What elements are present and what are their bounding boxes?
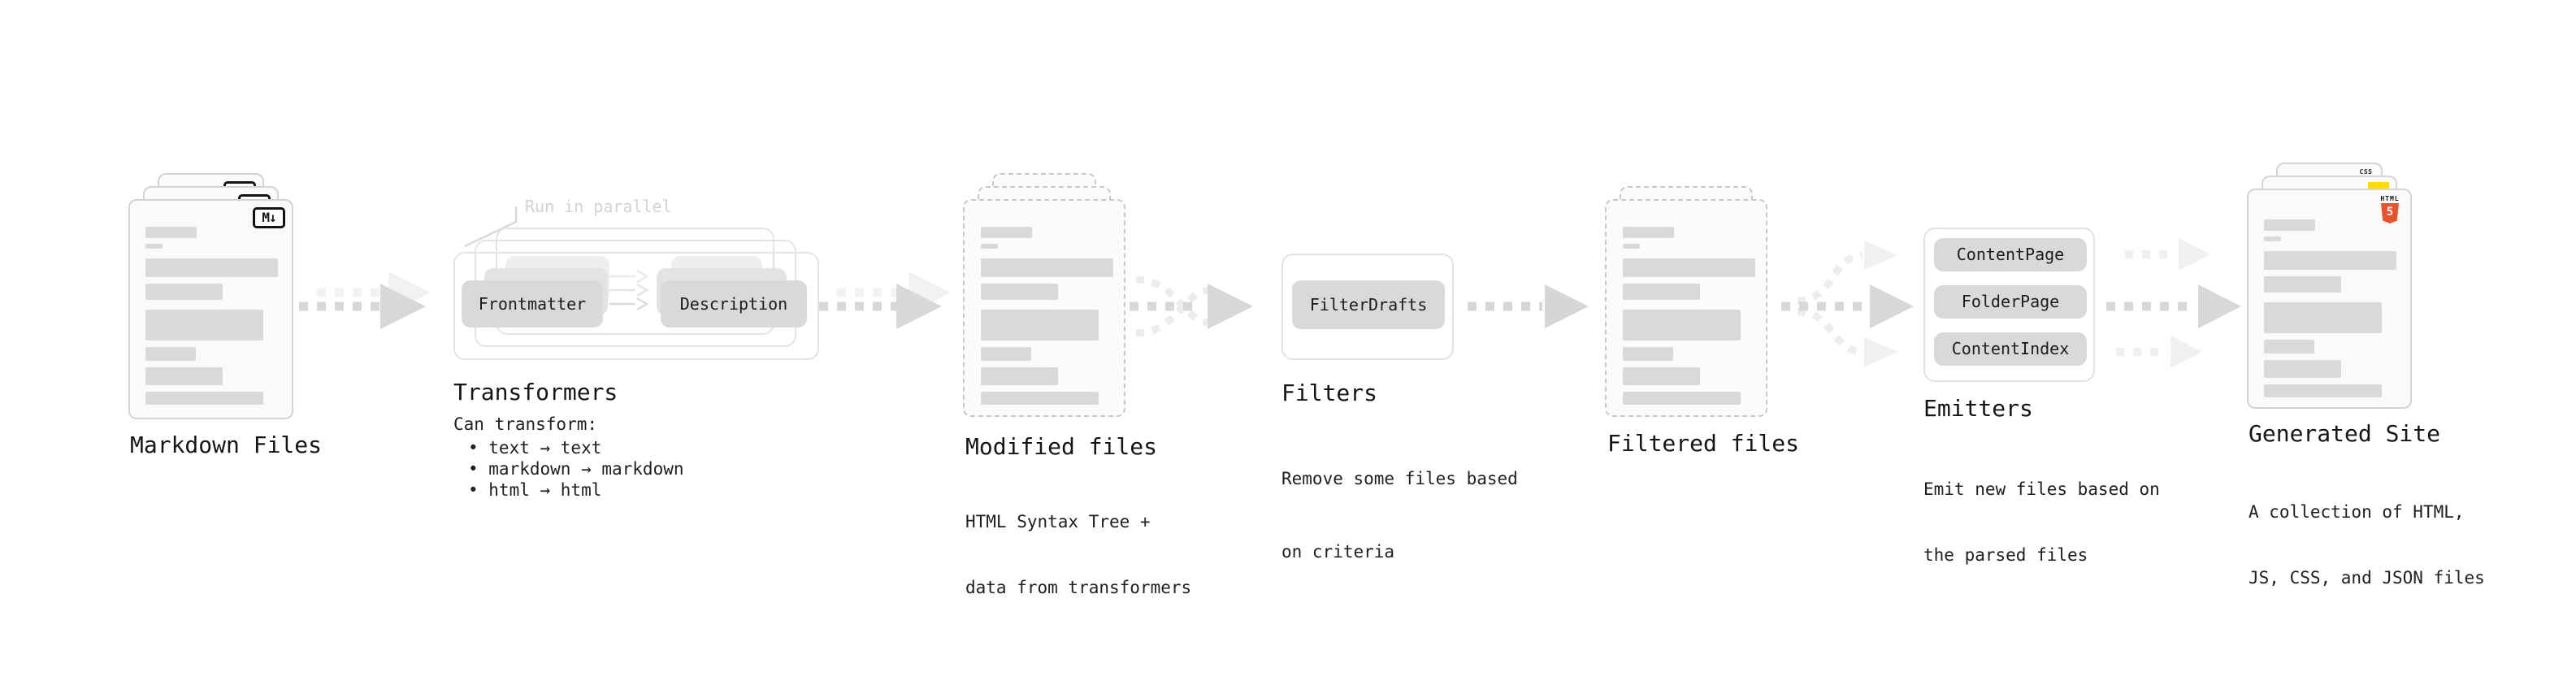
- placeholder-bar: [1623, 347, 1673, 361]
- modified-files-subtitle: HTML Syntax Tree + data from transformer…: [965, 467, 1191, 643]
- placeholder-bar: [145, 347, 196, 361]
- arrow-merge-modified-to-filters: [1130, 275, 1253, 337]
- placeholder-bar: [1623, 244, 1640, 249]
- markdown-icon-glyph: M↓: [262, 210, 276, 225]
- filterdrafts-chip: FilterDrafts: [1292, 280, 1445, 329]
- placeholder-bar: [981, 347, 1031, 361]
- placeholder-bar: [1623, 367, 1700, 385]
- placeholder-bar: [2264, 219, 2315, 231]
- run-in-parallel-note: Run in parallel: [525, 197, 672, 216]
- generated-site-subtitle: A collection of HTML, JS, CSS, and JSON …: [2249, 458, 2485, 633]
- placeholder-bar: [1623, 392, 1741, 405]
- emitters-subtitle: Emit new files based on the parsed files: [1923, 435, 2160, 610]
- placeholder-bar: [981, 392, 1099, 405]
- subtitle-line: Emit new files based on: [1923, 479, 2160, 499]
- html5-icon-shield: 5: [2381, 203, 2399, 223]
- placeholder-bar: [2264, 340, 2314, 354]
- transformers-desc: Can transform:: [453, 414, 598, 434]
- transformers-bullet: • html → html: [468, 480, 602, 500]
- stage-label-filters: Filters: [1281, 380, 1378, 406]
- document-content-placeholder: [965, 227, 1124, 415]
- document-content-placeholder: [2249, 219, 2410, 407]
- placeholder-bar: [2264, 384, 2382, 397]
- subtitle-line: data from transformers: [965, 578, 1192, 597]
- placeholder-bar: [1623, 227, 1674, 238]
- placeholder-bar: [981, 367, 1058, 385]
- document-card-dashed: [963, 199, 1125, 417]
- placeholder-bar: [145, 258, 278, 277]
- description-chip: Description: [661, 280, 807, 327]
- stage-label-markdown-files: Markdown Files: [130, 432, 323, 458]
- transformer-layer-arrows: [609, 269, 649, 311]
- stage-label-transformers: Transformers: [453, 379, 618, 406]
- html5-icon-text: HTML: [2380, 195, 2400, 202]
- placeholder-bar: [981, 227, 1032, 238]
- html5-icon: HTML 5: [2379, 195, 2400, 223]
- subtitle-line: JS, CSS, and JSON files: [2249, 568, 2485, 588]
- placeholder-bar: [1623, 284, 1700, 300]
- markdown-icon: M↓: [253, 207, 285, 228]
- subtitle-line: the parsed files: [1923, 545, 2088, 565]
- contentindex-chip: ContentIndex: [1934, 332, 2087, 366]
- frontmatter-chip: Frontmatter: [462, 280, 603, 327]
- document-content-placeholder: [1607, 227, 1766, 415]
- js-icon: [2368, 182, 2389, 191]
- transformers-bullet: • text → text: [468, 438, 602, 458]
- stage-label-generated-site: Generated Site: [2249, 420, 2441, 447]
- placeholder-bar: [1623, 258, 1755, 277]
- document-card: HTML 5: [2247, 189, 2412, 409]
- placeholder-bar: [145, 367, 223, 385]
- placeholder-bar: [981, 284, 1058, 300]
- subtitle-line: A collection of HTML,: [2249, 502, 2465, 522]
- stage-label-filtered-files: Filtered files: [1607, 430, 1800, 457]
- placeholder-bar: [145, 284, 223, 300]
- subtitle-line: on criteria: [1281, 542, 1395, 562]
- placeholder-bar: [145, 227, 197, 238]
- placeholder-bar: [145, 310, 263, 340]
- placeholder-bar: [2264, 251, 2396, 270]
- contentpage-chip: ContentPage: [1934, 238, 2087, 271]
- filters-subtitle: Remove some files based on criteria: [1281, 418, 1518, 613]
- arrow-emitters-to-generated: [2106, 238, 2241, 368]
- document-card: M↓: [128, 199, 293, 419]
- placeholder-bar: [145, 244, 163, 249]
- stage-label-modified-files: Modified files: [965, 433, 1158, 460]
- folderpage-chip: FolderPage: [1934, 285, 2087, 319]
- transformer-layer-box: [453, 252, 819, 360]
- arrow-markdown-to-transformers: [299, 271, 431, 329]
- placeholder-bar: [1623, 310, 1741, 340]
- arrow-filters-to-filtered: [1468, 284, 1589, 328]
- stage-label-emitters: Emitters: [1923, 395, 2033, 422]
- css-icon-text: CSS: [2359, 168, 2373, 176]
- document-card-dashed: [1605, 199, 1767, 417]
- placeholder-bar: [981, 244, 998, 249]
- placeholder-bar: [2264, 302, 2382, 333]
- placeholder-bar: [981, 258, 1113, 277]
- arrow-transformers-to-modified: [819, 271, 951, 329]
- subtitle-line: HTML Syntax Tree +: [965, 512, 1151, 531]
- placeholder-bar: [2264, 276, 2341, 293]
- transformers-bullet: • markdown → markdown: [468, 459, 684, 479]
- run-in-parallel-leader-line: [464, 206, 518, 248]
- placeholder-bar: [2264, 360, 2341, 378]
- placeholder-bar: [145, 392, 263, 405]
- placeholder-bar: [2264, 236, 2281, 241]
- placeholder-bar: [981, 310, 1099, 340]
- arrow-fanout-filtered-to-emitters: [1781, 241, 1914, 367]
- document-content-placeholder: [130, 227, 292, 418]
- subtitle-line: Remove some files based: [1281, 469, 1518, 488]
